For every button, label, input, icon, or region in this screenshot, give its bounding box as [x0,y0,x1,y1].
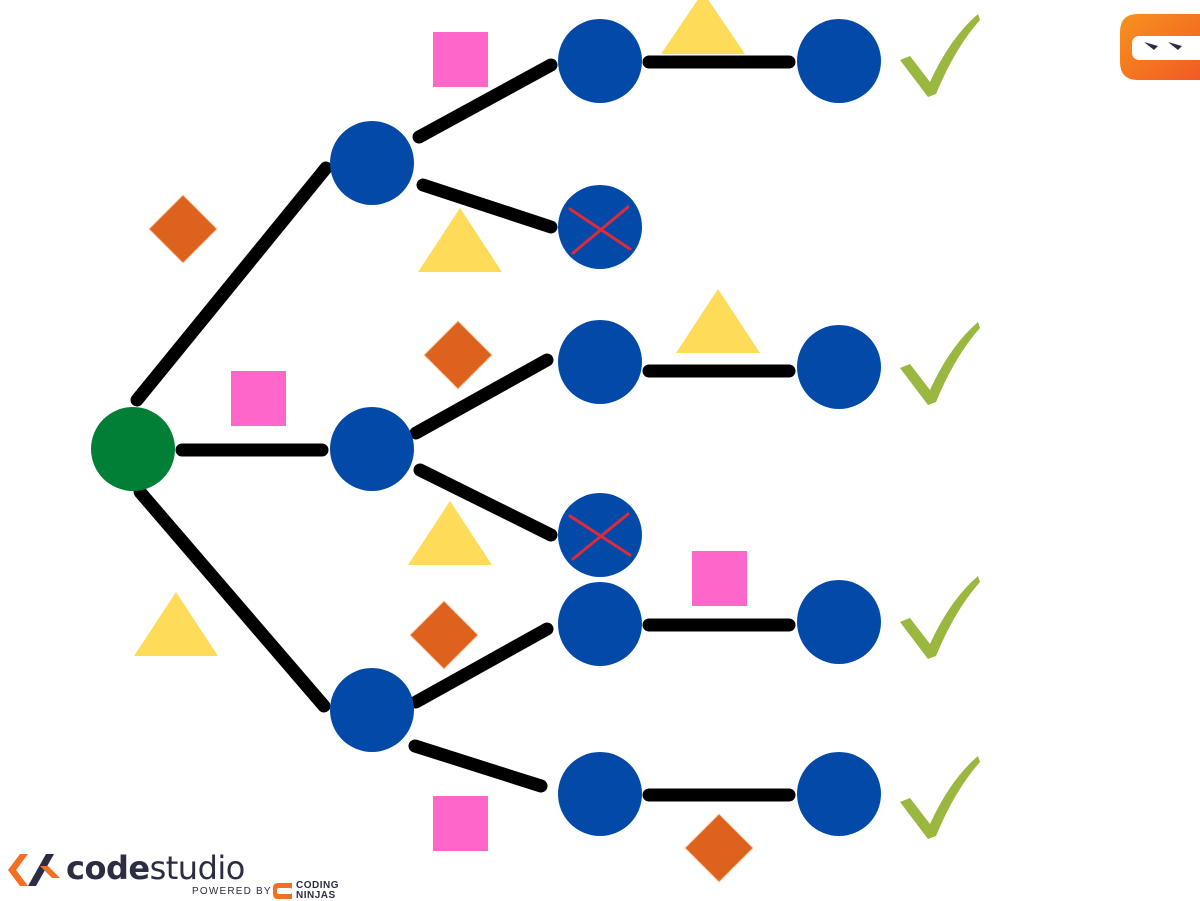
brand-code-text: code [66,849,150,887]
leaf-node-4 [797,752,881,836]
edge-root-to-c [133,485,331,713]
leaf-node-1 [797,19,881,103]
edge-root-to-a [130,161,333,407]
level2-node-b1 [558,320,642,404]
tree-edges [130,55,796,802]
check-icon [900,756,980,839]
cross-icon [568,512,632,561]
coding-ninjas-text: CODING NINJAS [296,881,339,901]
check-marks [900,14,980,839]
square-shape-label [433,32,488,87]
coding-text: CODING [296,880,339,891]
square-shape-label [433,796,488,851]
diamond-shape-label [684,813,754,883]
root-node [91,407,175,491]
diamond-shape-label [423,320,493,390]
level2-node-c1 [558,582,642,666]
level2-node-a1 [558,19,642,103]
diamond-shape-label [409,600,479,670]
triangle-shape-label [134,592,218,656]
square-shape-label [692,551,747,606]
diamond-shape-label [148,194,218,264]
coding-ninjas-mark-icon [273,883,292,899]
check-icon [900,322,980,405]
level1-node-a [330,121,414,205]
check-icon [900,14,980,97]
codestudio-logo-icon [8,854,60,886]
edge-labels [134,0,760,883]
ninjas-text: NINJAS [296,890,336,901]
square-shape-label [231,371,286,426]
coding-ninjas-logo [1120,14,1200,80]
level1-node-c [330,668,414,752]
leaf-node-3 [797,580,881,664]
triangle-shape-label [676,289,760,353]
edge-c-to-c1 [409,622,554,709]
powered-by-text: POWERED BY [192,886,272,897]
edge-a-to-a2 [416,178,558,234]
edge-a-to-a1 [412,58,558,144]
level1-node-b [330,407,414,491]
cross-icon [568,205,632,255]
check-icon [900,576,980,659]
tree-nodes [91,19,881,836]
edge-c-to-c2 [408,739,548,793]
level2-node-c2 [558,752,642,836]
triangle-shape-label [418,208,502,272]
brand-studio-text: studio [149,849,246,887]
triangle-shape-label [661,0,745,54]
edge-b-to-b2 [413,463,558,542]
level2-node-a2-dead-end [558,185,642,269]
leaf-node-2 [797,325,881,409]
triangle-shape-label [408,501,492,565]
edge-b-to-b1 [409,353,554,440]
